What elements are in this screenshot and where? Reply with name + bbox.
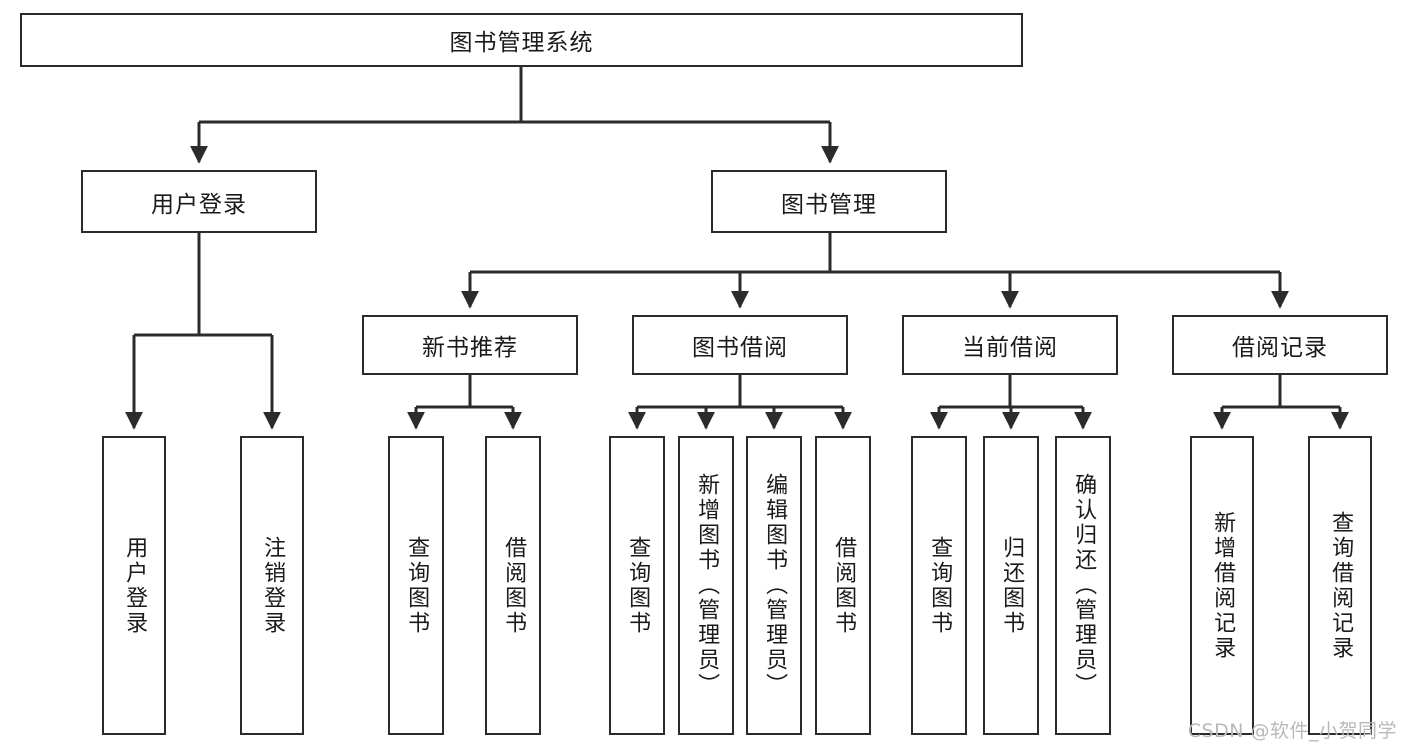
node-root[interactable]: 图书管理系统 — [20, 13, 1023, 67]
node-user-login[interactable]: 用户登录 — [81, 170, 317, 233]
node-leaf-query-book-3[interactable]: 查询图书 — [911, 436, 967, 735]
node-current-borrow[interactable]: 当前借阅 — [902, 315, 1118, 375]
node-leaf-add-book[interactable]: 新增图书（管理员） — [678, 436, 734, 735]
node-book-manage[interactable]: 图书管理 — [711, 170, 947, 233]
node-new-book-rec[interactable]: 新书推荐 — [362, 315, 578, 375]
node-leaf-user-login[interactable]: 用户登录 — [102, 436, 166, 735]
node-new-book-rec-label: 新书推荐 — [422, 335, 518, 361]
node-leaf-user-logout[interactable]: 注销登录 — [240, 436, 304, 735]
node-root-label: 图书管理系统 — [449, 30, 594, 56]
node-current-borrow-label: 当前借阅 — [962, 335, 1058, 361]
node-leaf-add-record[interactable]: 新增借阅记录 — [1190, 436, 1254, 735]
node-borrow-record-label: 借阅记录 — [1232, 335, 1328, 361]
node-leaf-borrow-book-1-label: 借阅图书 — [501, 535, 527, 636]
node-leaf-edit-book-label: 编辑图书（管理员） — [762, 473, 788, 698]
node-leaf-return-book[interactable]: 归还图书 — [983, 436, 1039, 735]
node-book-borrow[interactable]: 图书借阅 — [632, 315, 848, 375]
node-leaf-borrow-book-2-label: 借阅图书 — [831, 535, 857, 636]
node-leaf-confirm-return[interactable]: 确认归还（管理员） — [1055, 436, 1111, 735]
node-leaf-query-record[interactable]: 查询借阅记录 — [1308, 436, 1372, 735]
node-leaf-add-book-label: 新增图书（管理员） — [694, 473, 720, 698]
watermark-text: CSDN @软件_小贺同学 — [1187, 720, 1397, 742]
node-leaf-query-record-label: 查询借阅记录 — [1328, 510, 1354, 661]
node-book-manage-label: 图书管理 — [781, 191, 877, 218]
node-leaf-query-book-1[interactable]: 查询图书 — [388, 436, 444, 735]
node-leaf-query-book-2-label: 查询图书 — [625, 535, 651, 636]
node-leaf-return-book-label: 归还图书 — [999, 535, 1025, 636]
node-leaf-query-book-2[interactable]: 查询图书 — [609, 436, 665, 735]
node-user-login-label: 用户登录 — [151, 191, 247, 218]
node-leaf-borrow-book-2[interactable]: 借阅图书 — [815, 436, 871, 735]
node-borrow-record[interactable]: 借阅记录 — [1172, 315, 1388, 375]
node-leaf-query-book-3-label: 查询图书 — [927, 535, 953, 636]
node-leaf-confirm-return-label: 确认归还（管理员） — [1071, 473, 1097, 698]
node-leaf-add-record-label: 新增借阅记录 — [1210, 510, 1236, 661]
node-leaf-edit-book[interactable]: 编辑图书（管理员） — [746, 436, 802, 735]
node-leaf-borrow-book-1[interactable]: 借阅图书 — [485, 436, 541, 735]
node-leaf-query-book-1-label: 查询图书 — [404, 535, 430, 636]
node-leaf-user-logout-label: 注销登录 — [260, 535, 286, 636]
node-book-borrow-label: 图书借阅 — [692, 335, 788, 361]
node-leaf-user-login-label: 用户登录 — [122, 535, 148, 636]
